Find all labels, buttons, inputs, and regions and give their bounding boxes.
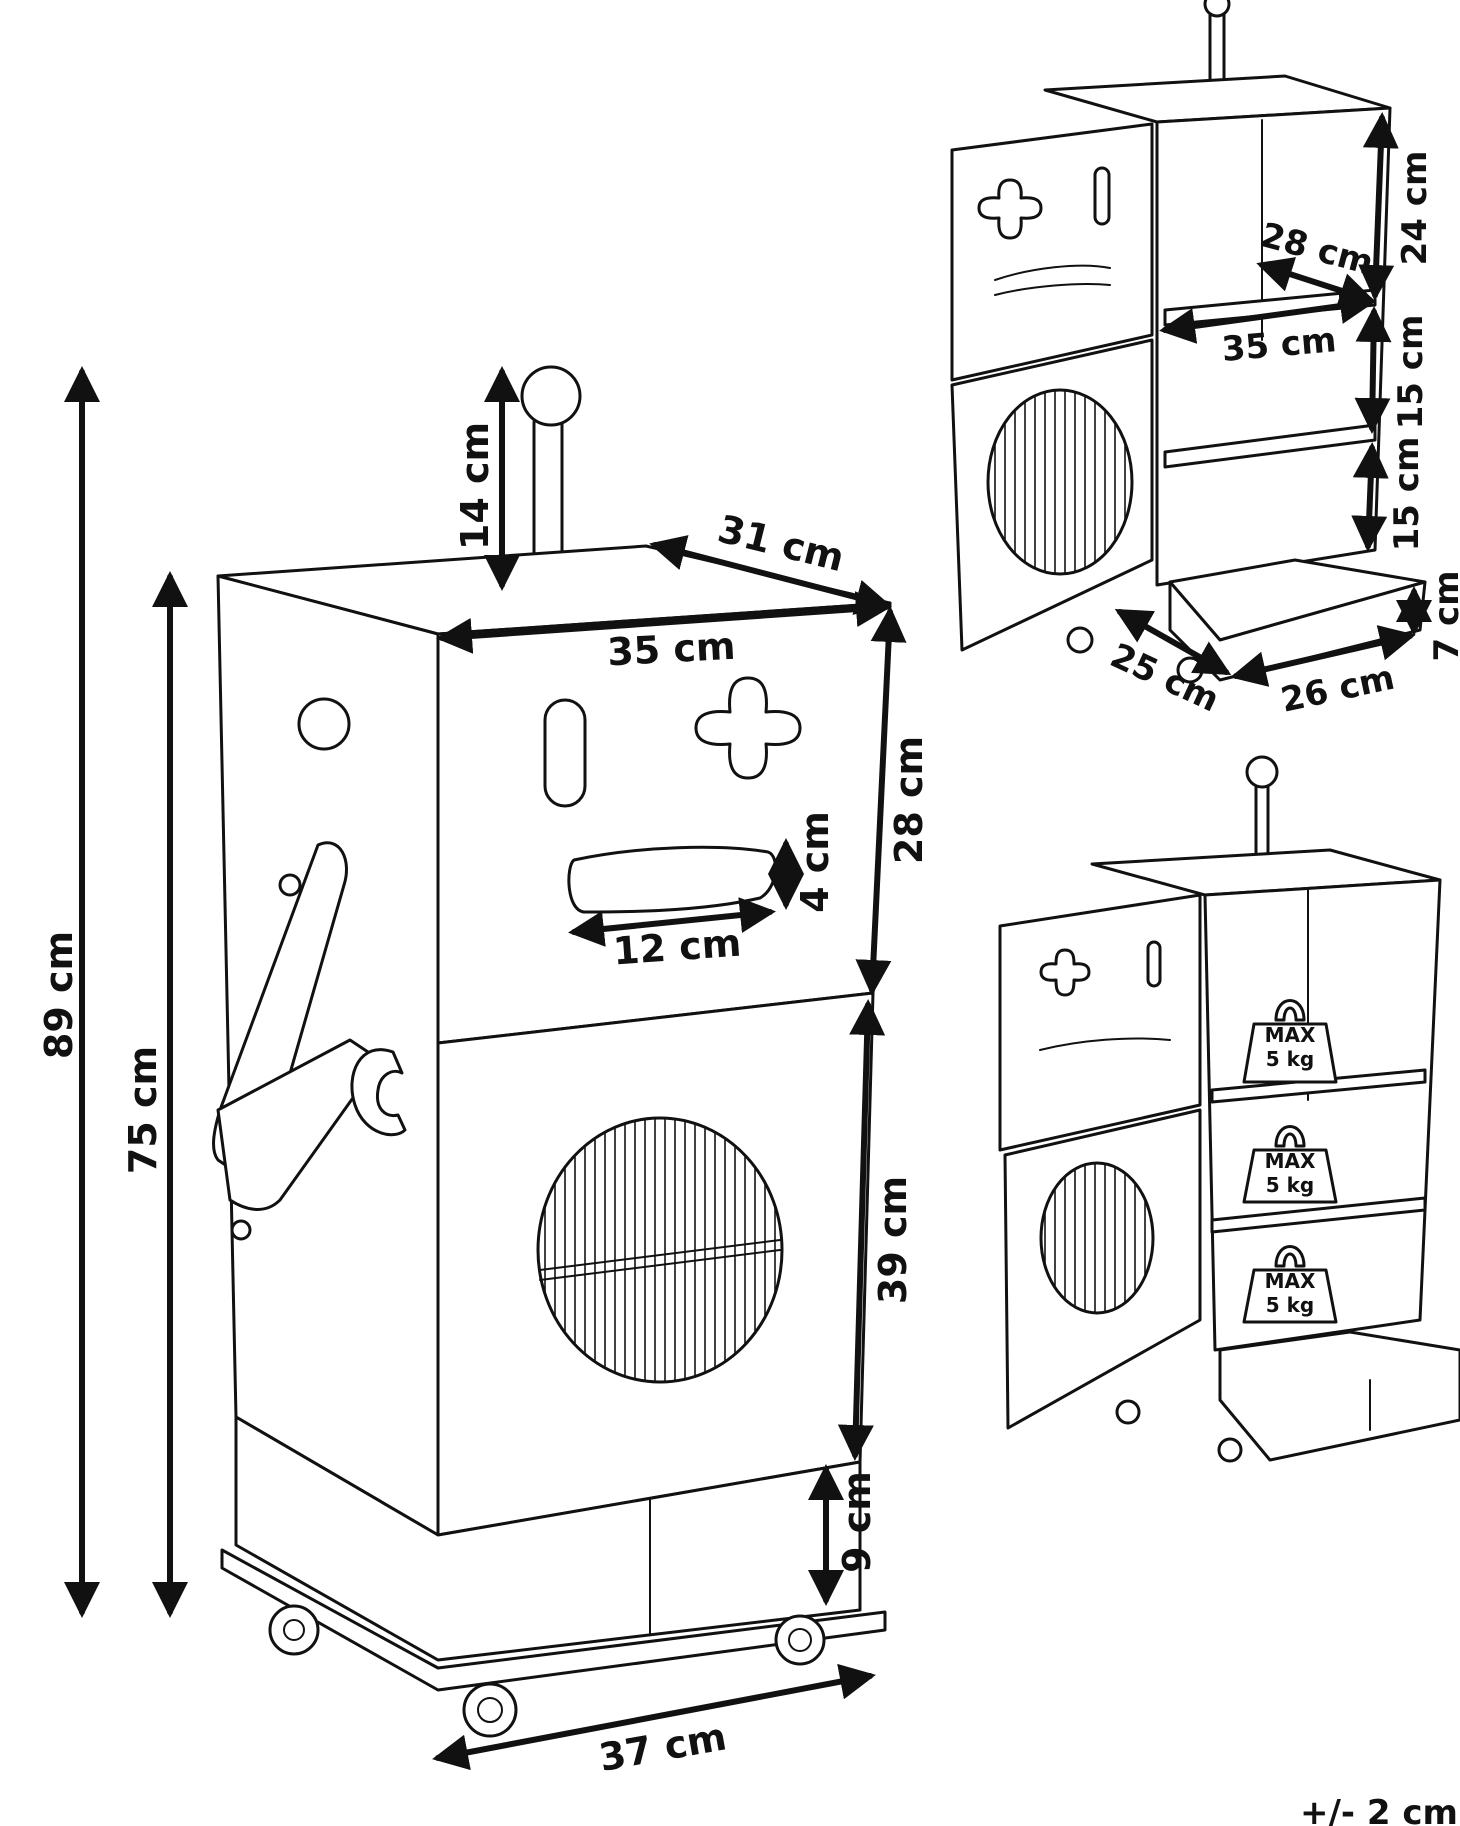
open-cabinet-view: 24 cm 28 cm 35 cm 15 cm 15 cm 7 cm 25 cm… bbox=[950, 0, 1460, 721]
weight-value-1: 5 kg bbox=[1266, 1047, 1315, 1071]
weight-max-2: MAX bbox=[1265, 1149, 1316, 1173]
drawer-height-label: 9 cm bbox=[835, 1471, 879, 1573]
weight-icon bbox=[1242, 1245, 1338, 1324]
lower-door-label: 39 cm bbox=[871, 1176, 915, 1304]
face-features bbox=[543, 676, 802, 914]
base-width-arrow bbox=[432, 1663, 876, 1771]
total-height-label: 89 cm bbox=[37, 931, 81, 1059]
upper-door-arrow bbox=[855, 606, 907, 996]
grill-circle bbox=[536, 1116, 784, 1384]
top-compartment-arrow bbox=[1358, 112, 1399, 301]
antenna-height-label: 14 cm bbox=[453, 422, 497, 550]
upper-door-label: 28 cm bbox=[887, 736, 931, 864]
inner-width-label: 35 cm bbox=[1220, 320, 1338, 370]
inner-width-arrow bbox=[1159, 288, 1376, 344]
mouth-width-label: 12 cm bbox=[612, 921, 743, 974]
drawer-width-arrow bbox=[1230, 625, 1416, 687]
weight-value-3: 5 kg bbox=[1266, 1293, 1315, 1317]
mouth-height-label: 4 cm bbox=[793, 811, 837, 913]
weight-max-1: MAX bbox=[1265, 1023, 1316, 1047]
mouth-width-arrow bbox=[568, 897, 776, 947]
main-cabinet-view: 89 cm 75 cm 14 cm 31 cm 35 cm 28 cm 4 cm… bbox=[37, 365, 931, 1780]
tolerance-note: +/- 2 cm bbox=[1300, 1793, 1458, 1826]
weight-icon bbox=[1242, 999, 1338, 1084]
bottom-compartment-label: 15 cm bbox=[1387, 437, 1427, 552]
top-width-label: 35 cm bbox=[606, 624, 736, 675]
middle-compartment-label: 15 cm bbox=[1391, 315, 1431, 430]
antenna bbox=[520, 365, 582, 594]
load-capacity-view: MAX 5 kg MAX 5 kg MAX 5 kg bbox=[998, 755, 1460, 1463]
side-decoration bbox=[212, 697, 407, 1241]
mouth-cutout bbox=[567, 845, 778, 914]
body-height-label: 75 cm bbox=[121, 1046, 165, 1174]
bottom-compartment-arrow bbox=[1351, 442, 1389, 552]
top-compartment-label: 24 cm bbox=[1395, 151, 1435, 266]
drawer-depth-arrow bbox=[1114, 609, 1232, 675]
weight-icon bbox=[1242, 1125, 1338, 1204]
drawer-width-label: 26 cm bbox=[1277, 658, 1398, 721]
weight-max-3: MAX bbox=[1265, 1269, 1316, 1293]
top-width-arrow bbox=[436, 591, 892, 654]
lower-door-arrow bbox=[837, 999, 886, 1461]
drawer-front bbox=[234, 1415, 862, 1662]
weight-value-2: 5 kg bbox=[1266, 1173, 1315, 1197]
middle-compartment-arrow bbox=[1354, 306, 1392, 434]
drawer-height-open-label: 7 cm bbox=[1427, 570, 1460, 661]
plus-cutout bbox=[694, 676, 802, 780]
